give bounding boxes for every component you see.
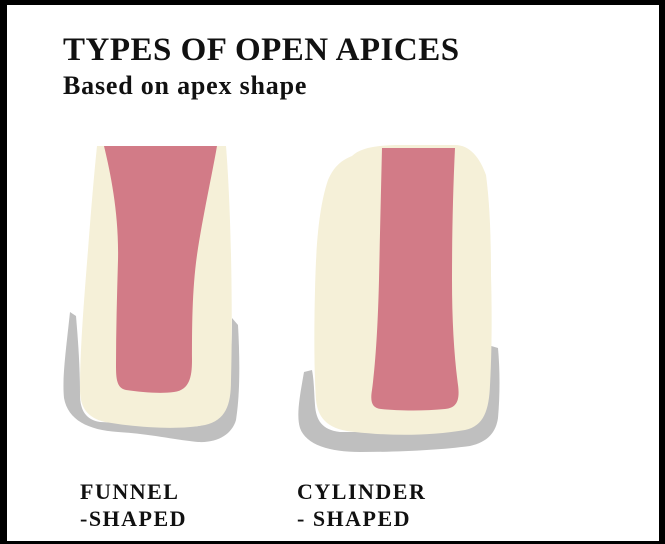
funnel-label-line1: FUNNEL [80,478,187,505]
funnel-label-line2: -SHAPED [80,505,187,532]
cylinder-tooth [298,145,499,452]
cylinder-label-line2: - SHAPED [297,505,426,532]
cylinder-pulp-canal [371,148,458,411]
cylinder-shaped-label: CYLINDER - SHAPED [297,478,426,532]
funnel-tooth [63,146,239,442]
cylinder-label-line1: CYLINDER [297,478,426,505]
funnel-shaped-label: FUNNEL -SHAPED [80,478,187,532]
